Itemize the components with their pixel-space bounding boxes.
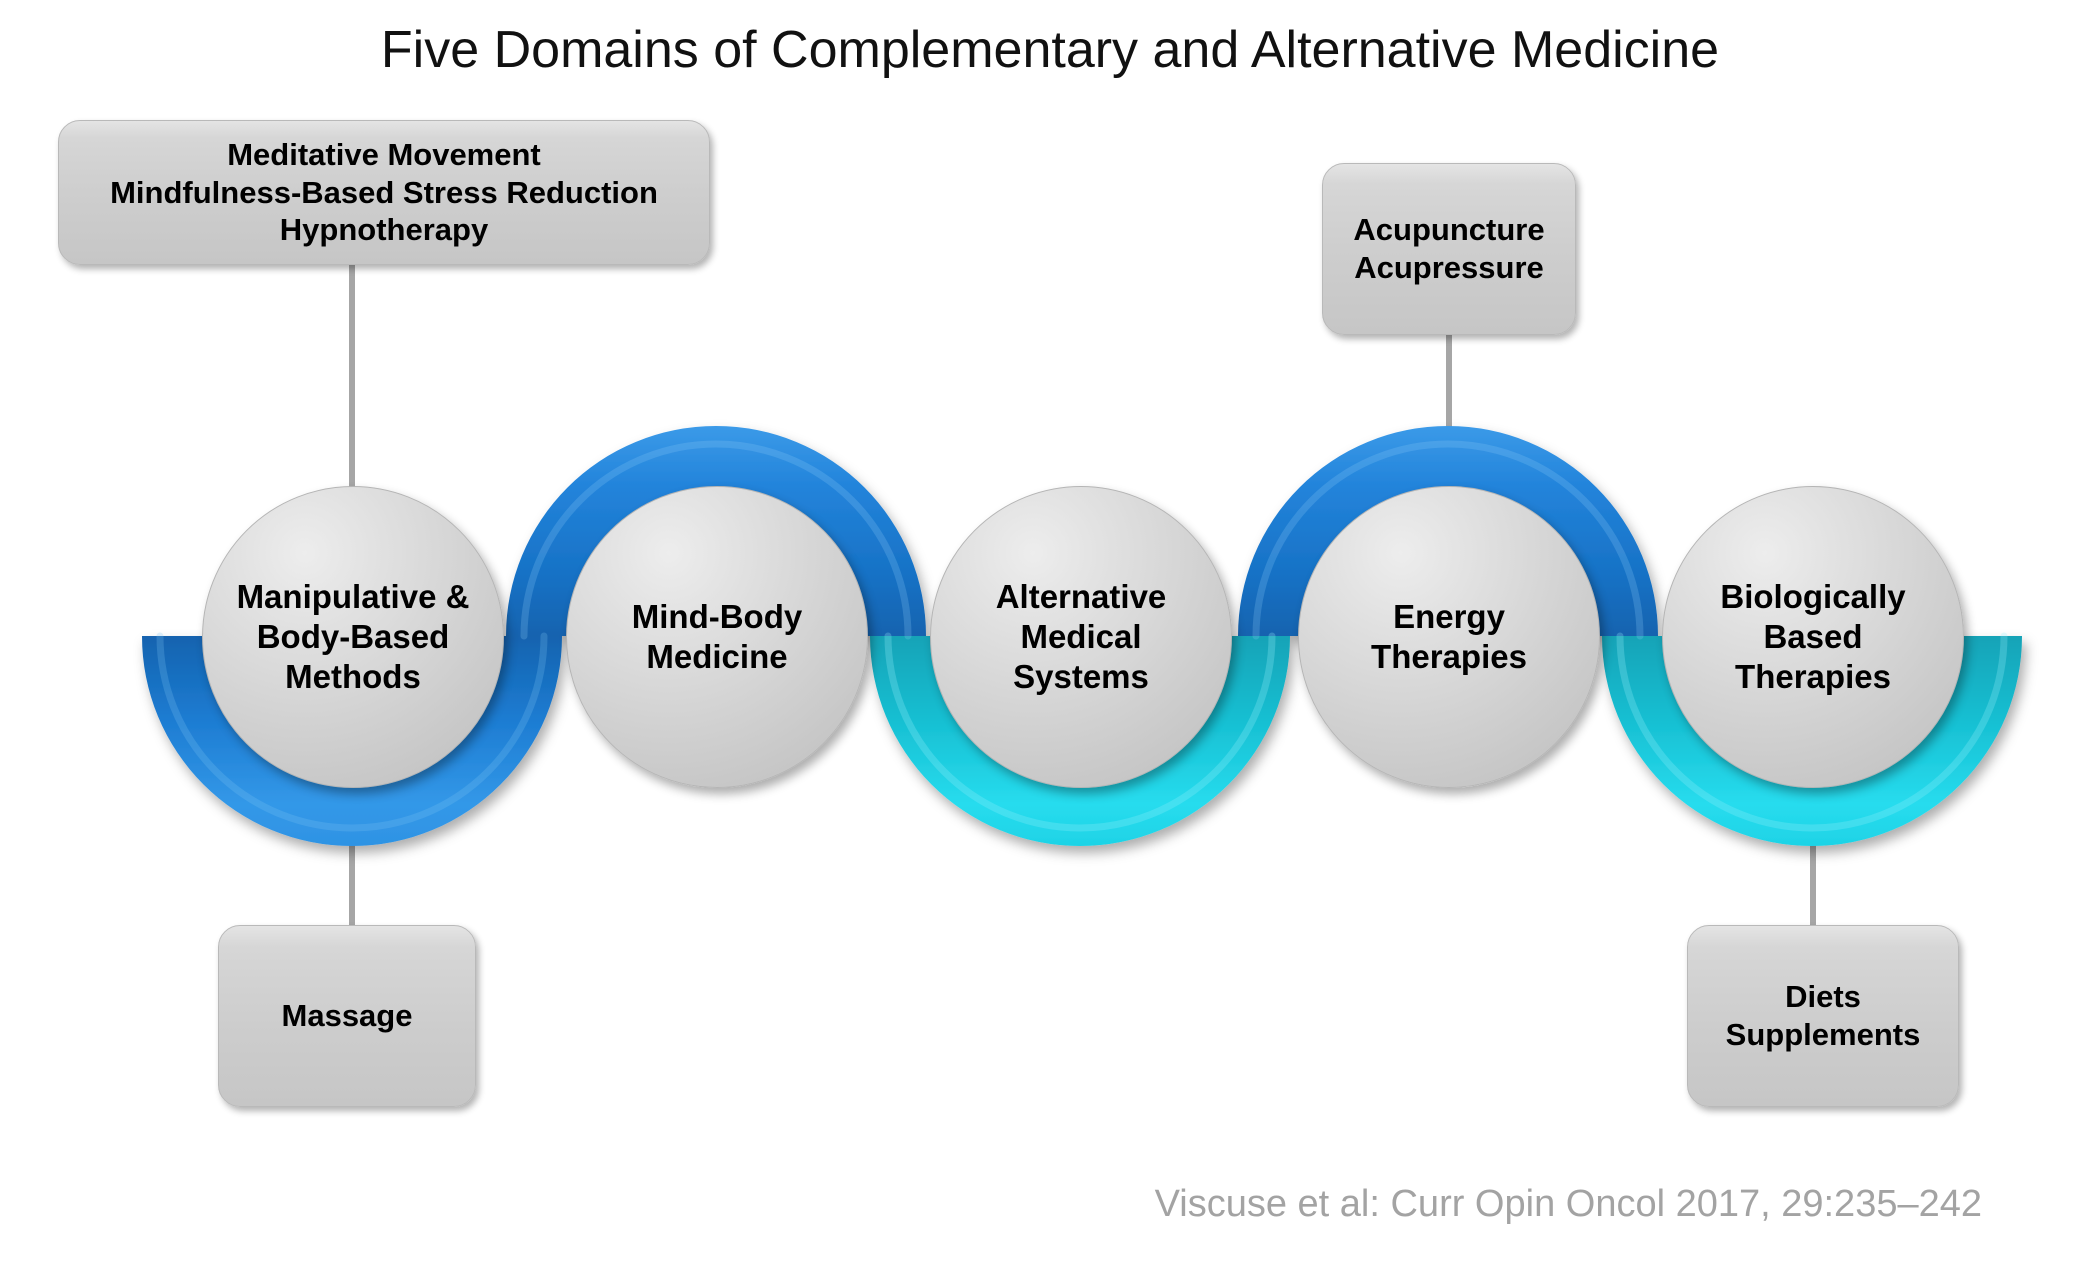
node-label: Mind-Body Medicine — [631, 597, 803, 675]
callout-box-meditative[interactable]: Meditative Movement Mindfulness-Based St… — [58, 120, 710, 265]
node-alternative-medical-systems[interactable]: Alternative Medical Systems — [930, 486, 1232, 788]
callout-label: Massage — [281, 998, 413, 1034]
callout-box-acupuncture[interactable]: Acupuncture Acupressure — [1322, 163, 1576, 335]
connector-line-acupuncture — [1446, 332, 1452, 517]
node-energy-therapies[interactable]: Energy Therapies — [1298, 486, 1600, 788]
node-label: Biologically Based Therapies — [1720, 577, 1906, 696]
callout-label: Diets Supplements — [1725, 979, 1921, 1052]
node-mind-body-medicine[interactable]: Mind-Body Medicine — [566, 486, 868, 788]
node-biologically-based-therapies[interactable]: Biologically Based Therapies — [1662, 486, 1964, 788]
callout-box-diets[interactable]: Diets Supplements — [1687, 925, 1959, 1107]
connector-line-diets — [1810, 800, 1816, 928]
source-citation: Viscuse et al: Curr Opin Oncol 2017, 29:… — [1154, 1183, 1982, 1225]
callout-box-massage[interactable]: Massage — [218, 925, 476, 1107]
connector-line-massage — [349, 800, 355, 928]
connector-line-meditative — [349, 262, 355, 504]
callout-label: Meditative Movement Mindfulness-Based St… — [110, 136, 658, 248]
callout-label: Acupuncture Acupressure — [1353, 212, 1545, 285]
node-label: Energy Therapies — [1371, 597, 1527, 675]
node-label: Alternative Medical Systems — [995, 577, 1167, 696]
node-label: Manipulative & Body-Based Methods — [236, 577, 470, 696]
node-manipulative-body-based-methods[interactable]: Manipulative & Body-Based Methods — [202, 486, 504, 788]
page-title: Five Domains of Complementary and Altern… — [380, 21, 1720, 79]
